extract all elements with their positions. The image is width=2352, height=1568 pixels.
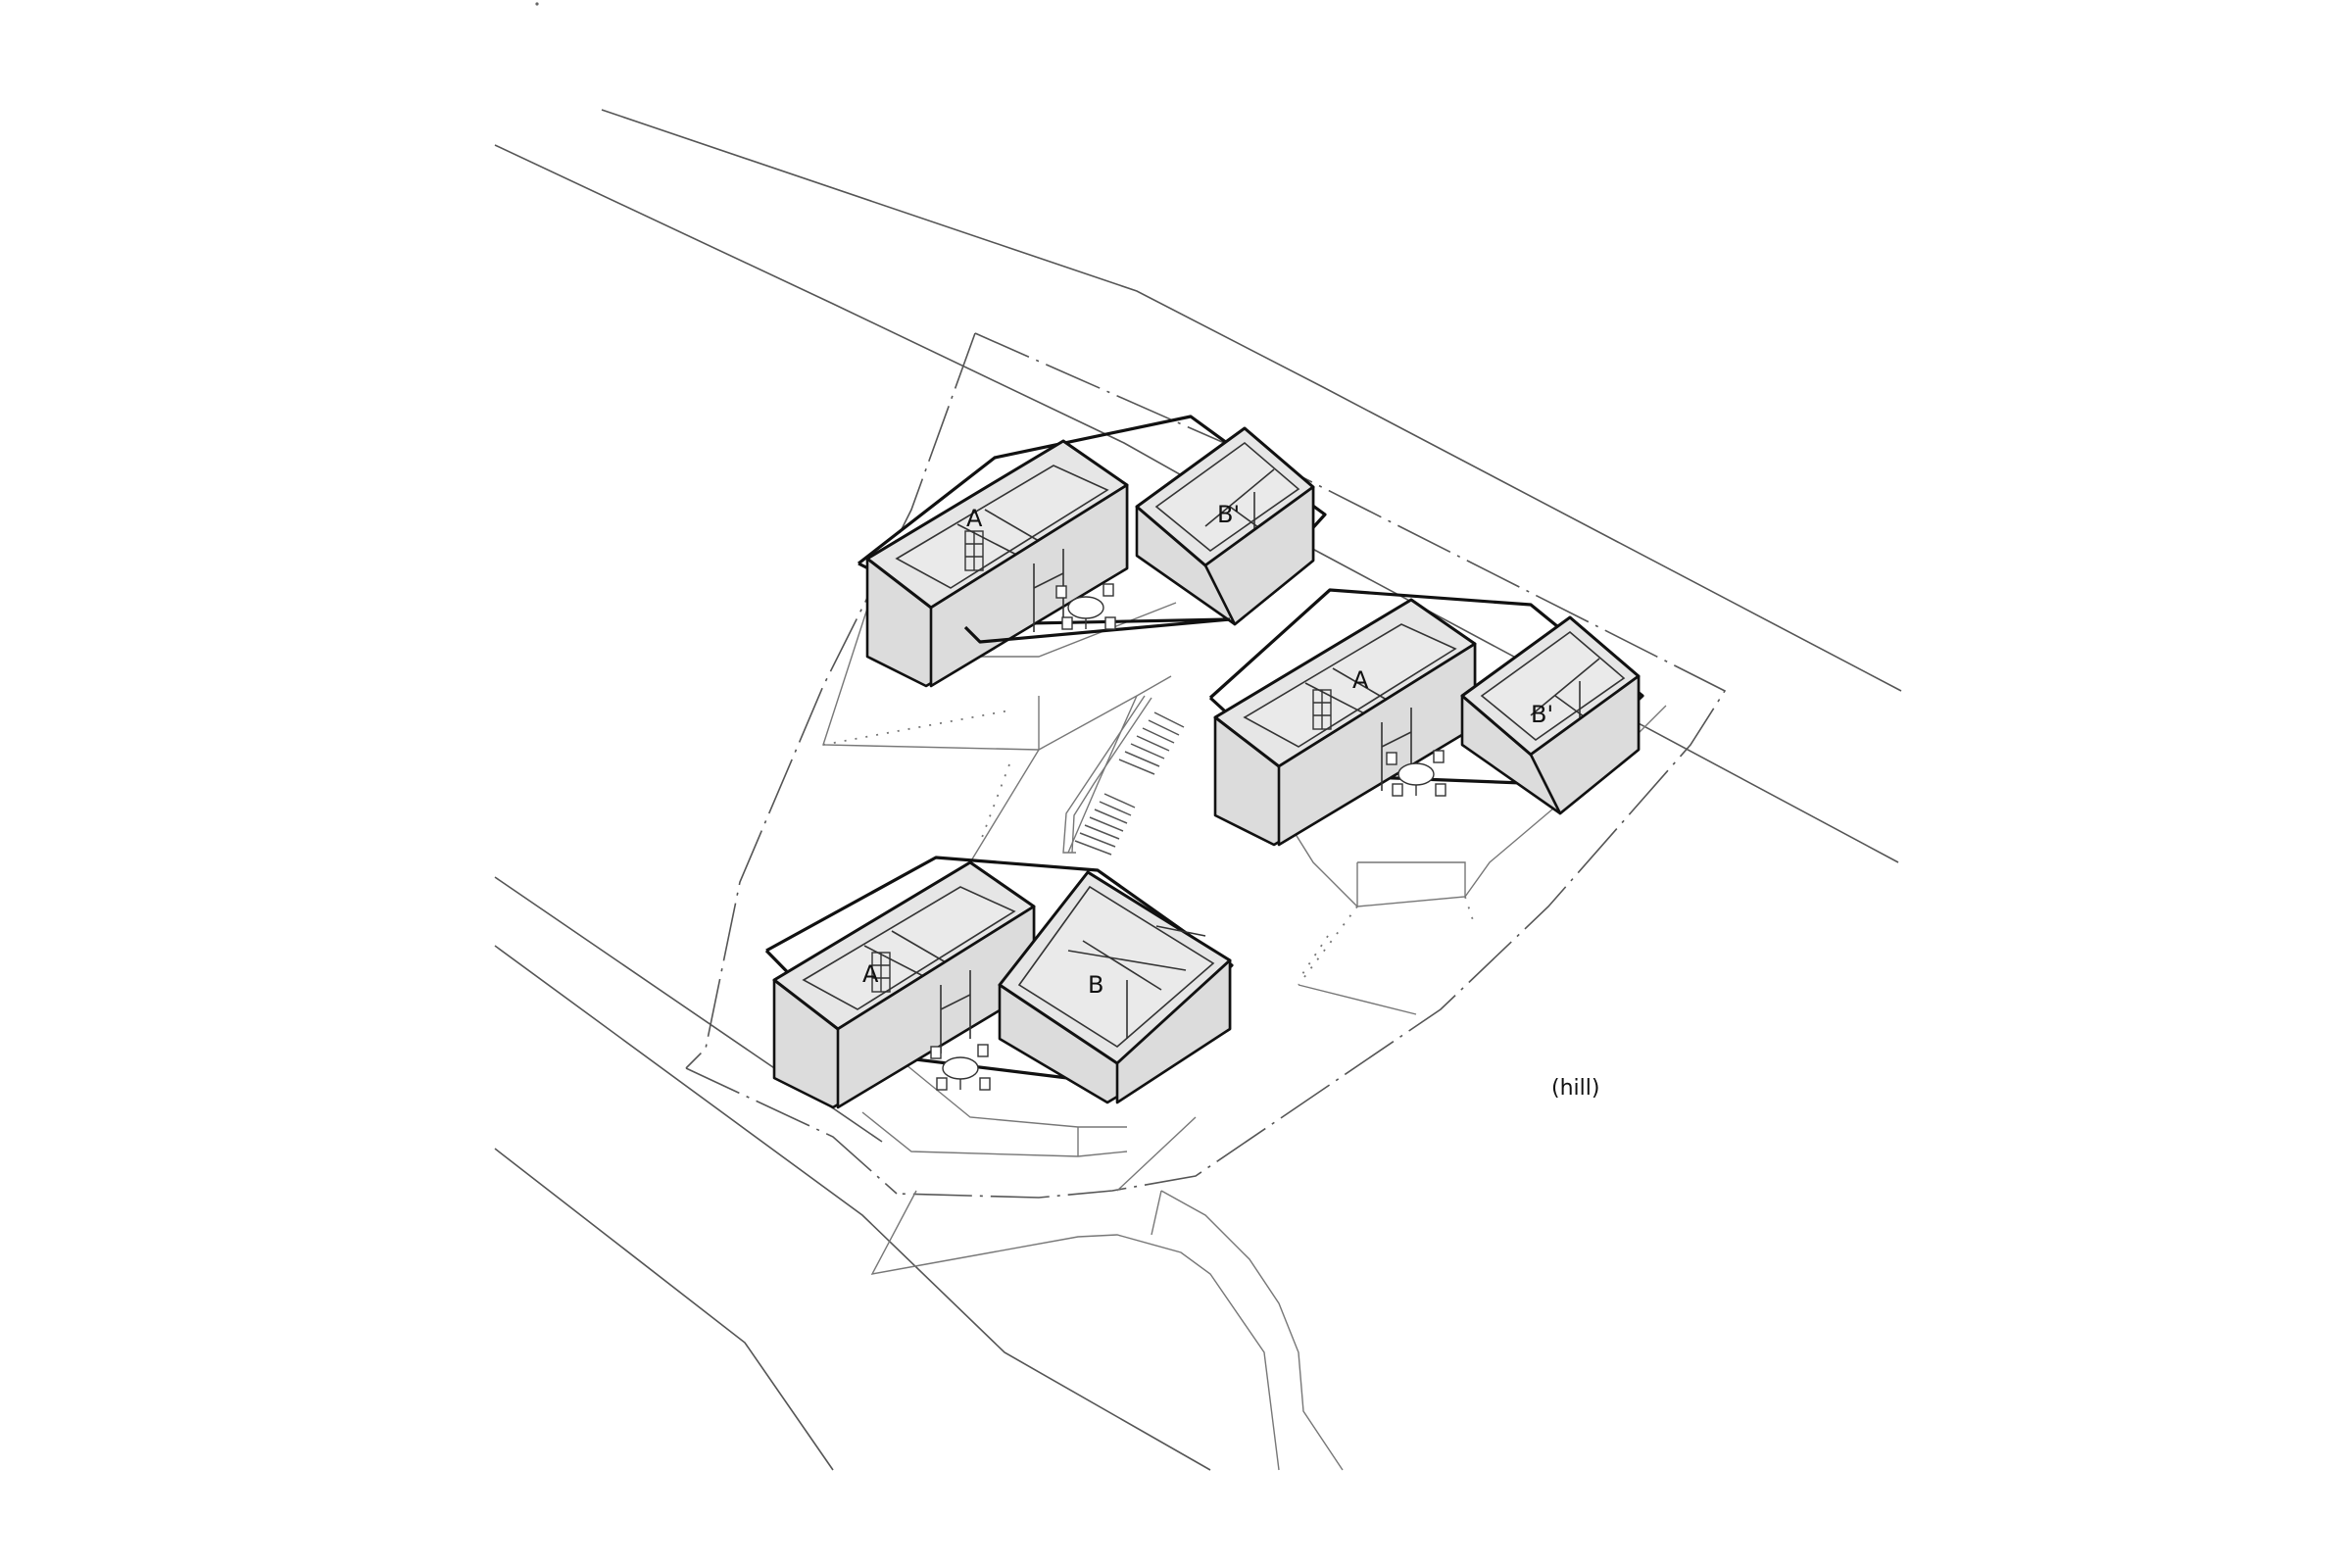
unit-b-box xyxy=(998,870,1232,1104)
unit-label-b: B xyxy=(1088,971,1103,999)
roof-edge xyxy=(963,617,1231,644)
upper-cluster: A B' xyxy=(858,415,1327,688)
unit-label-bprime: B' xyxy=(1217,501,1240,528)
middle-right-cluster: A B' xyxy=(1208,588,1644,847)
hill-label: (hill) xyxy=(1551,1076,1599,1101)
unit-label-a: A xyxy=(862,960,879,988)
road-edges xyxy=(494,109,1902,1471)
unit-label-bprime: B' xyxy=(1531,701,1553,728)
unit-label-a: A xyxy=(966,505,983,532)
unit-label-a: A xyxy=(1352,666,1369,694)
exterior-stair xyxy=(1062,695,1185,856)
lower-cluster: A B xyxy=(764,856,1234,1109)
stray-dot xyxy=(535,2,539,6)
